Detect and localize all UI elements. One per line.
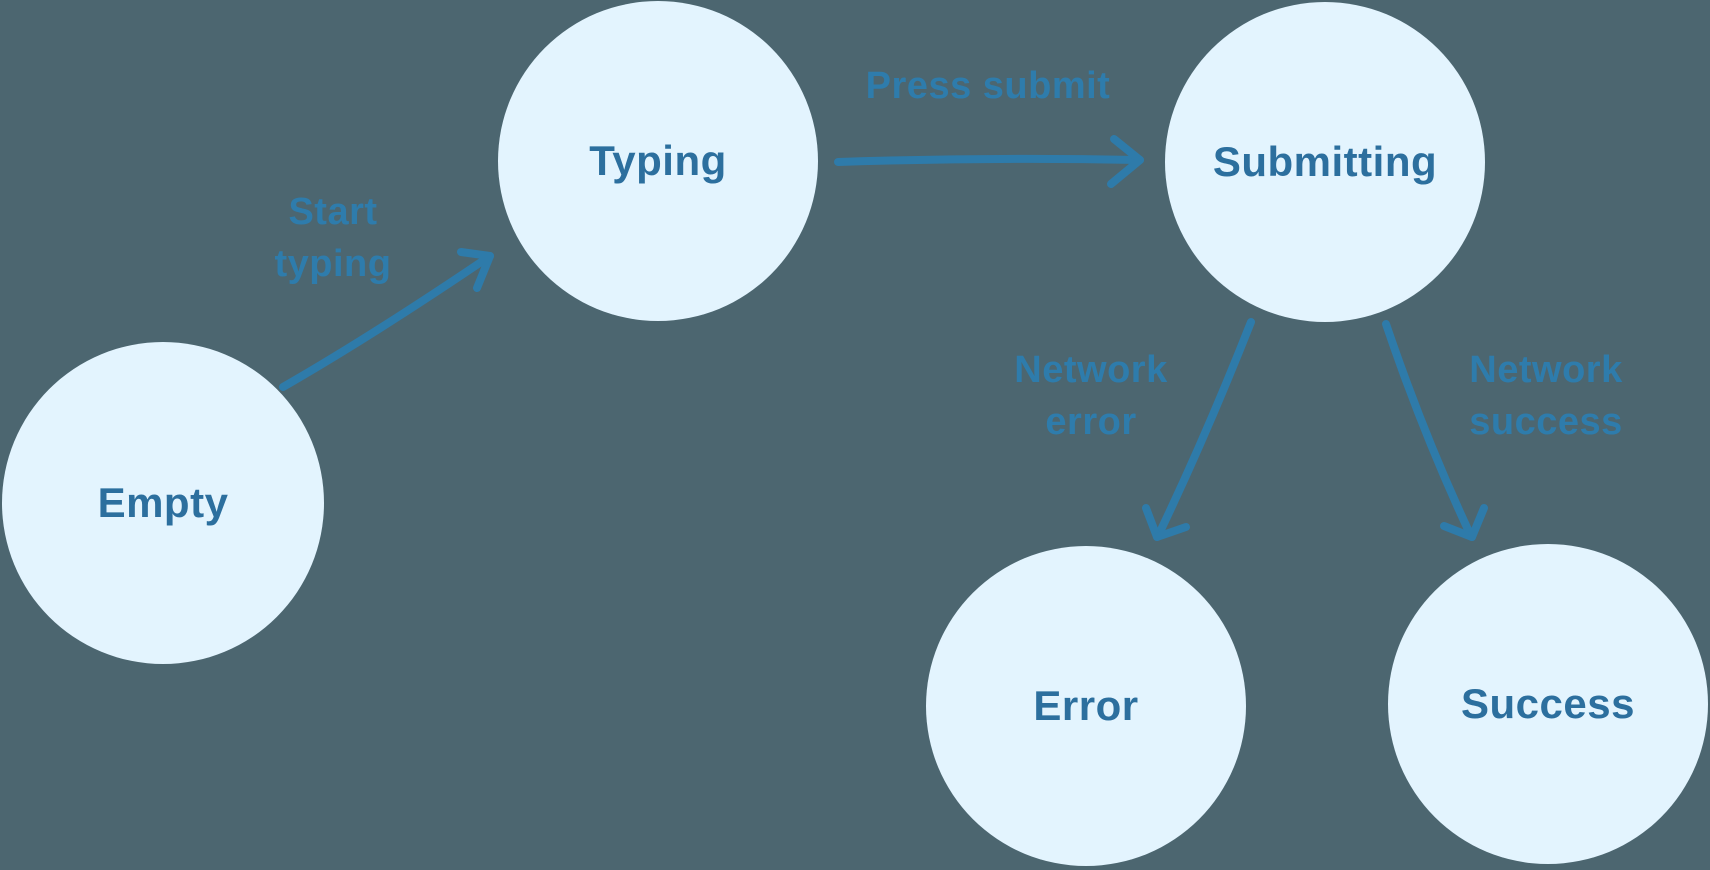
state-error-label: Error xyxy=(1033,682,1139,729)
state-empty: Empty xyxy=(2,342,324,664)
state-empty-label: Empty xyxy=(97,479,229,526)
edge-typing-submitting-arrow xyxy=(834,135,1144,188)
state-error: Error xyxy=(926,546,1246,866)
state-typing-label: Typing xyxy=(589,137,727,184)
edge-label-network-error: Network error xyxy=(1014,349,1168,443)
state-success-label: Success xyxy=(1461,680,1635,727)
state-typing: Typing xyxy=(498,1,818,321)
state-success: Success xyxy=(1388,544,1708,864)
edge-label-start-typing: Start typing xyxy=(274,191,392,285)
edge-label-press-submit: Press submit xyxy=(865,65,1111,107)
state-submitting: Submitting xyxy=(1165,2,1485,322)
edge-label-network-success: Network success xyxy=(1469,349,1623,443)
state-submitting-label: Submitting xyxy=(1212,138,1438,185)
